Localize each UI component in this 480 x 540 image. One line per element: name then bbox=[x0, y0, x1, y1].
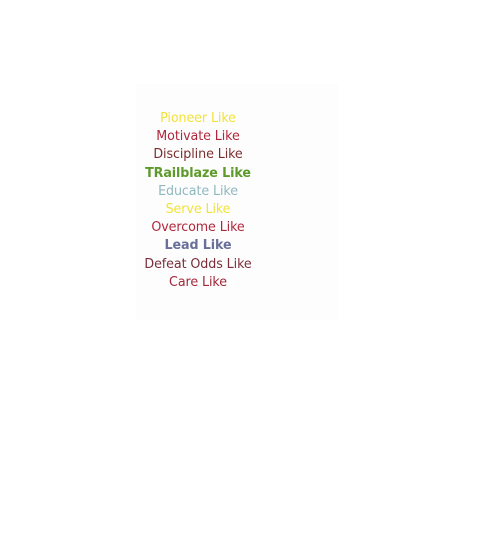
phrase-trailblaze: TRailblaze Like bbox=[145, 164, 251, 181]
phrase-educate: Educate Like bbox=[158, 182, 238, 199]
phrase-discipline: Discipline Like bbox=[153, 146, 243, 163]
phrase-care: Care Like bbox=[169, 273, 227, 290]
phrase-defeat-odds: Defeat Odds Like bbox=[144, 255, 252, 272]
phrase-serve: Serve Like bbox=[165, 200, 231, 217]
text-card bbox=[136, 84, 338, 320]
phrase-motivate: Motivate Like bbox=[156, 128, 240, 145]
phrase-lead: Lead Like bbox=[164, 237, 232, 254]
phrase-pioneer: Pioneer Like bbox=[160, 110, 236, 126]
phrase-overcome: Overcome Like bbox=[151, 219, 245, 236]
phrase-list: Pioneer Like Motivate Like Discipline Li… bbox=[96, 109, 300, 291]
